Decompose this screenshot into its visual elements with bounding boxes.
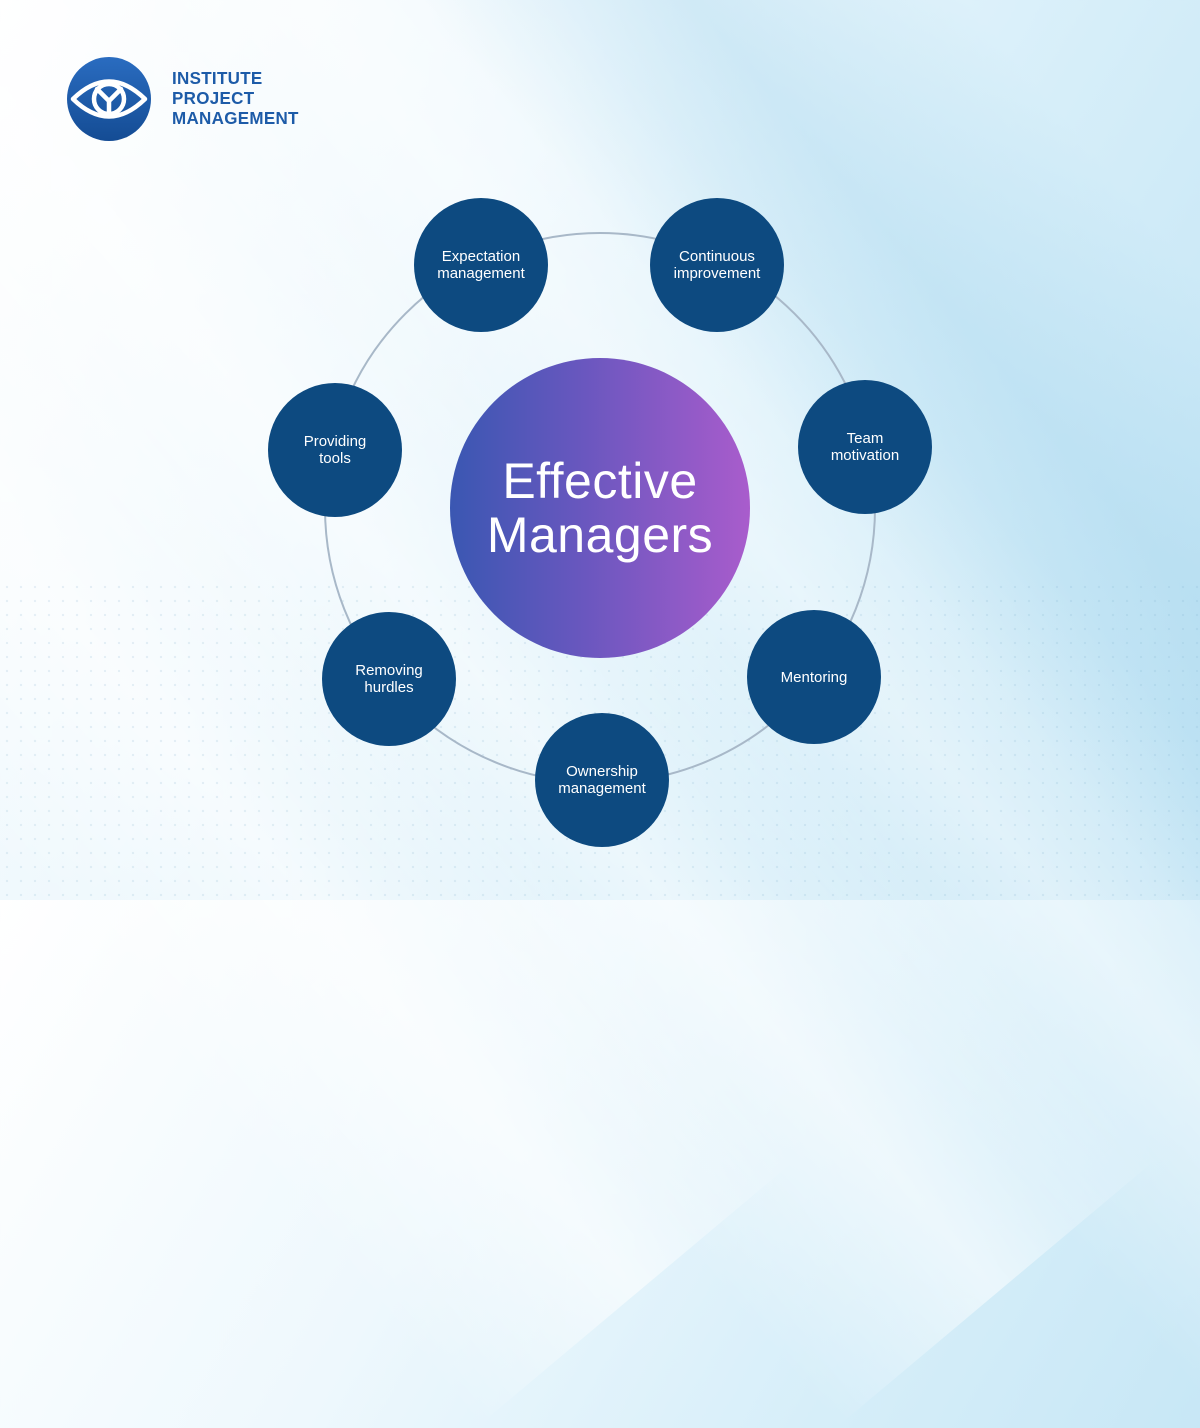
- background-stripe: [0, 0, 1158, 1428]
- node-mentoring: Mentoring: [747, 610, 881, 744]
- node-label: Expectation management: [437, 248, 525, 282]
- node-label: Continuous improvement: [673, 248, 761, 282]
- node-label: Providing tools: [303, 433, 367, 467]
- logo-line-3: MANAGEMENT: [172, 108, 299, 129]
- node-providing-tools: Providing tools: [268, 383, 402, 517]
- node-continuous-improvement: Continuous improvement: [650, 198, 784, 332]
- center-circle-effective-managers: Effective Managers: [450, 358, 750, 658]
- node-label: Mentoring: [780, 668, 848, 686]
- logo-line-1: INSTITUTE: [172, 68, 263, 89]
- node-label: Removing hurdles: [355, 662, 423, 696]
- node-team-motivation: Team motivation: [798, 380, 932, 514]
- node-expectation-management: Expectation management: [414, 198, 548, 332]
- center-title: Effective Managers: [486, 453, 714, 563]
- node-ownership-management: Ownership management: [535, 713, 669, 847]
- node-label: Team motivation: [830, 430, 900, 464]
- logo-line-2: PROJECT: [172, 88, 255, 109]
- node-removing-hurdles: Removing hurdles: [322, 612, 456, 746]
- institute-logo[interactable]: INSTITUTE PROJECT MANAGEMENT: [66, 56, 299, 142]
- eye-icon: [67, 57, 151, 141]
- node-label: Ownership management: [558, 763, 646, 797]
- logo-wordmark: INSTITUTE PROJECT MANAGEMENT: [172, 69, 299, 129]
